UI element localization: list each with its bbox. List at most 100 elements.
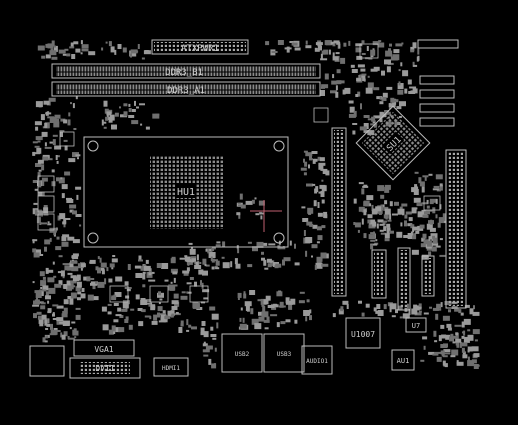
- chipset[interactable]: SU1: [355, 105, 431, 181]
- passive-component: [44, 122, 50, 129]
- pcie-slot-vertical[interactable]: [331, 127, 347, 297]
- passive-component: [418, 310, 422, 313]
- ic-au1[interactable]: AU1: [391, 349, 415, 371]
- passive-component: [405, 211, 412, 215]
- passive-component: [462, 354, 468, 359]
- passive-component: [467, 329, 471, 332]
- passive-component: [285, 297, 290, 304]
- ic-u1007[interactable]: U1007: [345, 317, 381, 349]
- passive-component: [353, 198, 357, 204]
- passive-component: [62, 311, 67, 315]
- passive-component: [67, 296, 74, 299]
- pin-header-left[interactable]: [371, 249, 387, 299]
- passive-component: [145, 126, 150, 130]
- passive-component: [56, 236, 60, 240]
- passive-component: [56, 160, 59, 164]
- passive-component: [316, 241, 320, 244]
- passive-component: [103, 121, 107, 124]
- passive-component: [121, 308, 128, 312]
- passive-component: [397, 83, 404, 89]
- passive-component: [130, 53, 132, 58]
- passive-component: [389, 43, 392, 47]
- passive-component: [211, 266, 215, 270]
- passive-component: [131, 120, 139, 125]
- passive-component: [270, 260, 275, 267]
- fan-headers[interactable]: [417, 39, 459, 127]
- passive-component: [51, 181, 56, 187]
- passive-component: [111, 267, 114, 270]
- dvi-connector[interactable]: DVI1: [69, 357, 141, 379]
- passive-component: [312, 183, 316, 186]
- passive-component: [188, 324, 192, 328]
- passive-component: [235, 263, 241, 269]
- usb-lan-1-label: USB2: [235, 351, 250, 358]
- passive-component: [66, 280, 71, 286]
- passive-component: [103, 100, 108, 107]
- cpu-socket[interactable]: HU1: [83, 136, 289, 248]
- passive-component: [80, 52, 83, 55]
- passive-component: [109, 114, 115, 121]
- passive-component: [60, 332, 63, 338]
- audio-label: AUDIO1: [306, 358, 328, 365]
- audio-connector[interactable]: AUDIO1: [301, 345, 333, 375]
- passive-component: [461, 342, 468, 347]
- ddr-slot-b1[interactable]: DDR3_B1: [51, 63, 321, 79]
- passive-component: [40, 305, 46, 310]
- passive-component: [124, 281, 129, 286]
- passive-component: [366, 46, 369, 51]
- pin-header-right[interactable]: [445, 149, 467, 309]
- passive-component: [172, 271, 178, 275]
- passive-component: [423, 239, 429, 245]
- passive-component: [72, 239, 80, 244]
- passive-component: [247, 241, 252, 244]
- passive-component: [369, 219, 376, 226]
- pin-header-small[interactable]: [421, 255, 435, 297]
- usb-lan-connector-1[interactable]: USB2: [221, 333, 263, 373]
- passive-component: [294, 262, 300, 266]
- passive-component: [186, 259, 193, 265]
- passive-component: [467, 334, 474, 341]
- u7-label: U7: [412, 322, 420, 330]
- passive-component: [361, 73, 367, 76]
- passive-component: [194, 281, 197, 287]
- usb-lan-connector-2[interactable]: USB3: [263, 333, 305, 373]
- passive-component: [426, 223, 433, 230]
- passive-component: [445, 334, 451, 340]
- passive-component: [104, 108, 109, 114]
- passive-component: [414, 312, 422, 316]
- passive-component: [372, 221, 377, 227]
- atx-power-connector[interactable]: ATXPWR1: [151, 39, 249, 55]
- passive-component: [451, 335, 458, 339]
- passive-component: [443, 349, 451, 353]
- passive-component: [245, 200, 253, 205]
- vga-connector[interactable]: VGA1: [73, 339, 135, 357]
- pin-header-mid[interactable]: [397, 247, 411, 311]
- ps2-connector[interactable]: [29, 345, 65, 377]
- passive-component: [178, 327, 183, 333]
- passive-component: [316, 261, 322, 264]
- passive-component: [33, 313, 37, 319]
- passive-component: [332, 313, 336, 318]
- ddr-slot-a1[interactable]: DDR3_A1: [51, 81, 321, 97]
- passive-component: [97, 256, 100, 260]
- passive-component: [122, 302, 129, 309]
- passive-component: [417, 55, 420, 61]
- passive-component: [63, 299, 69, 305]
- passive-component: [410, 224, 415, 229]
- u1007-label: U1007: [351, 330, 375, 339]
- passive-component: [66, 288, 72, 291]
- passive-component: [384, 233, 390, 239]
- passive-component: [153, 314, 158, 321]
- passive-component: [263, 319, 270, 323]
- passive-component: [70, 42, 74, 47]
- ic-u7[interactable]: U7: [405, 317, 427, 333]
- passive-component: [215, 244, 221, 247]
- passive-component: [321, 199, 325, 204]
- hdmi-connector[interactable]: HDMI1: [153, 357, 189, 377]
- component-footprint: [59, 131, 75, 147]
- passive-component: [44, 319, 48, 326]
- passive-component: [474, 339, 478, 342]
- passive-component: [411, 308, 418, 315]
- passive-component: [148, 303, 151, 307]
- passive-component: [45, 267, 49, 274]
